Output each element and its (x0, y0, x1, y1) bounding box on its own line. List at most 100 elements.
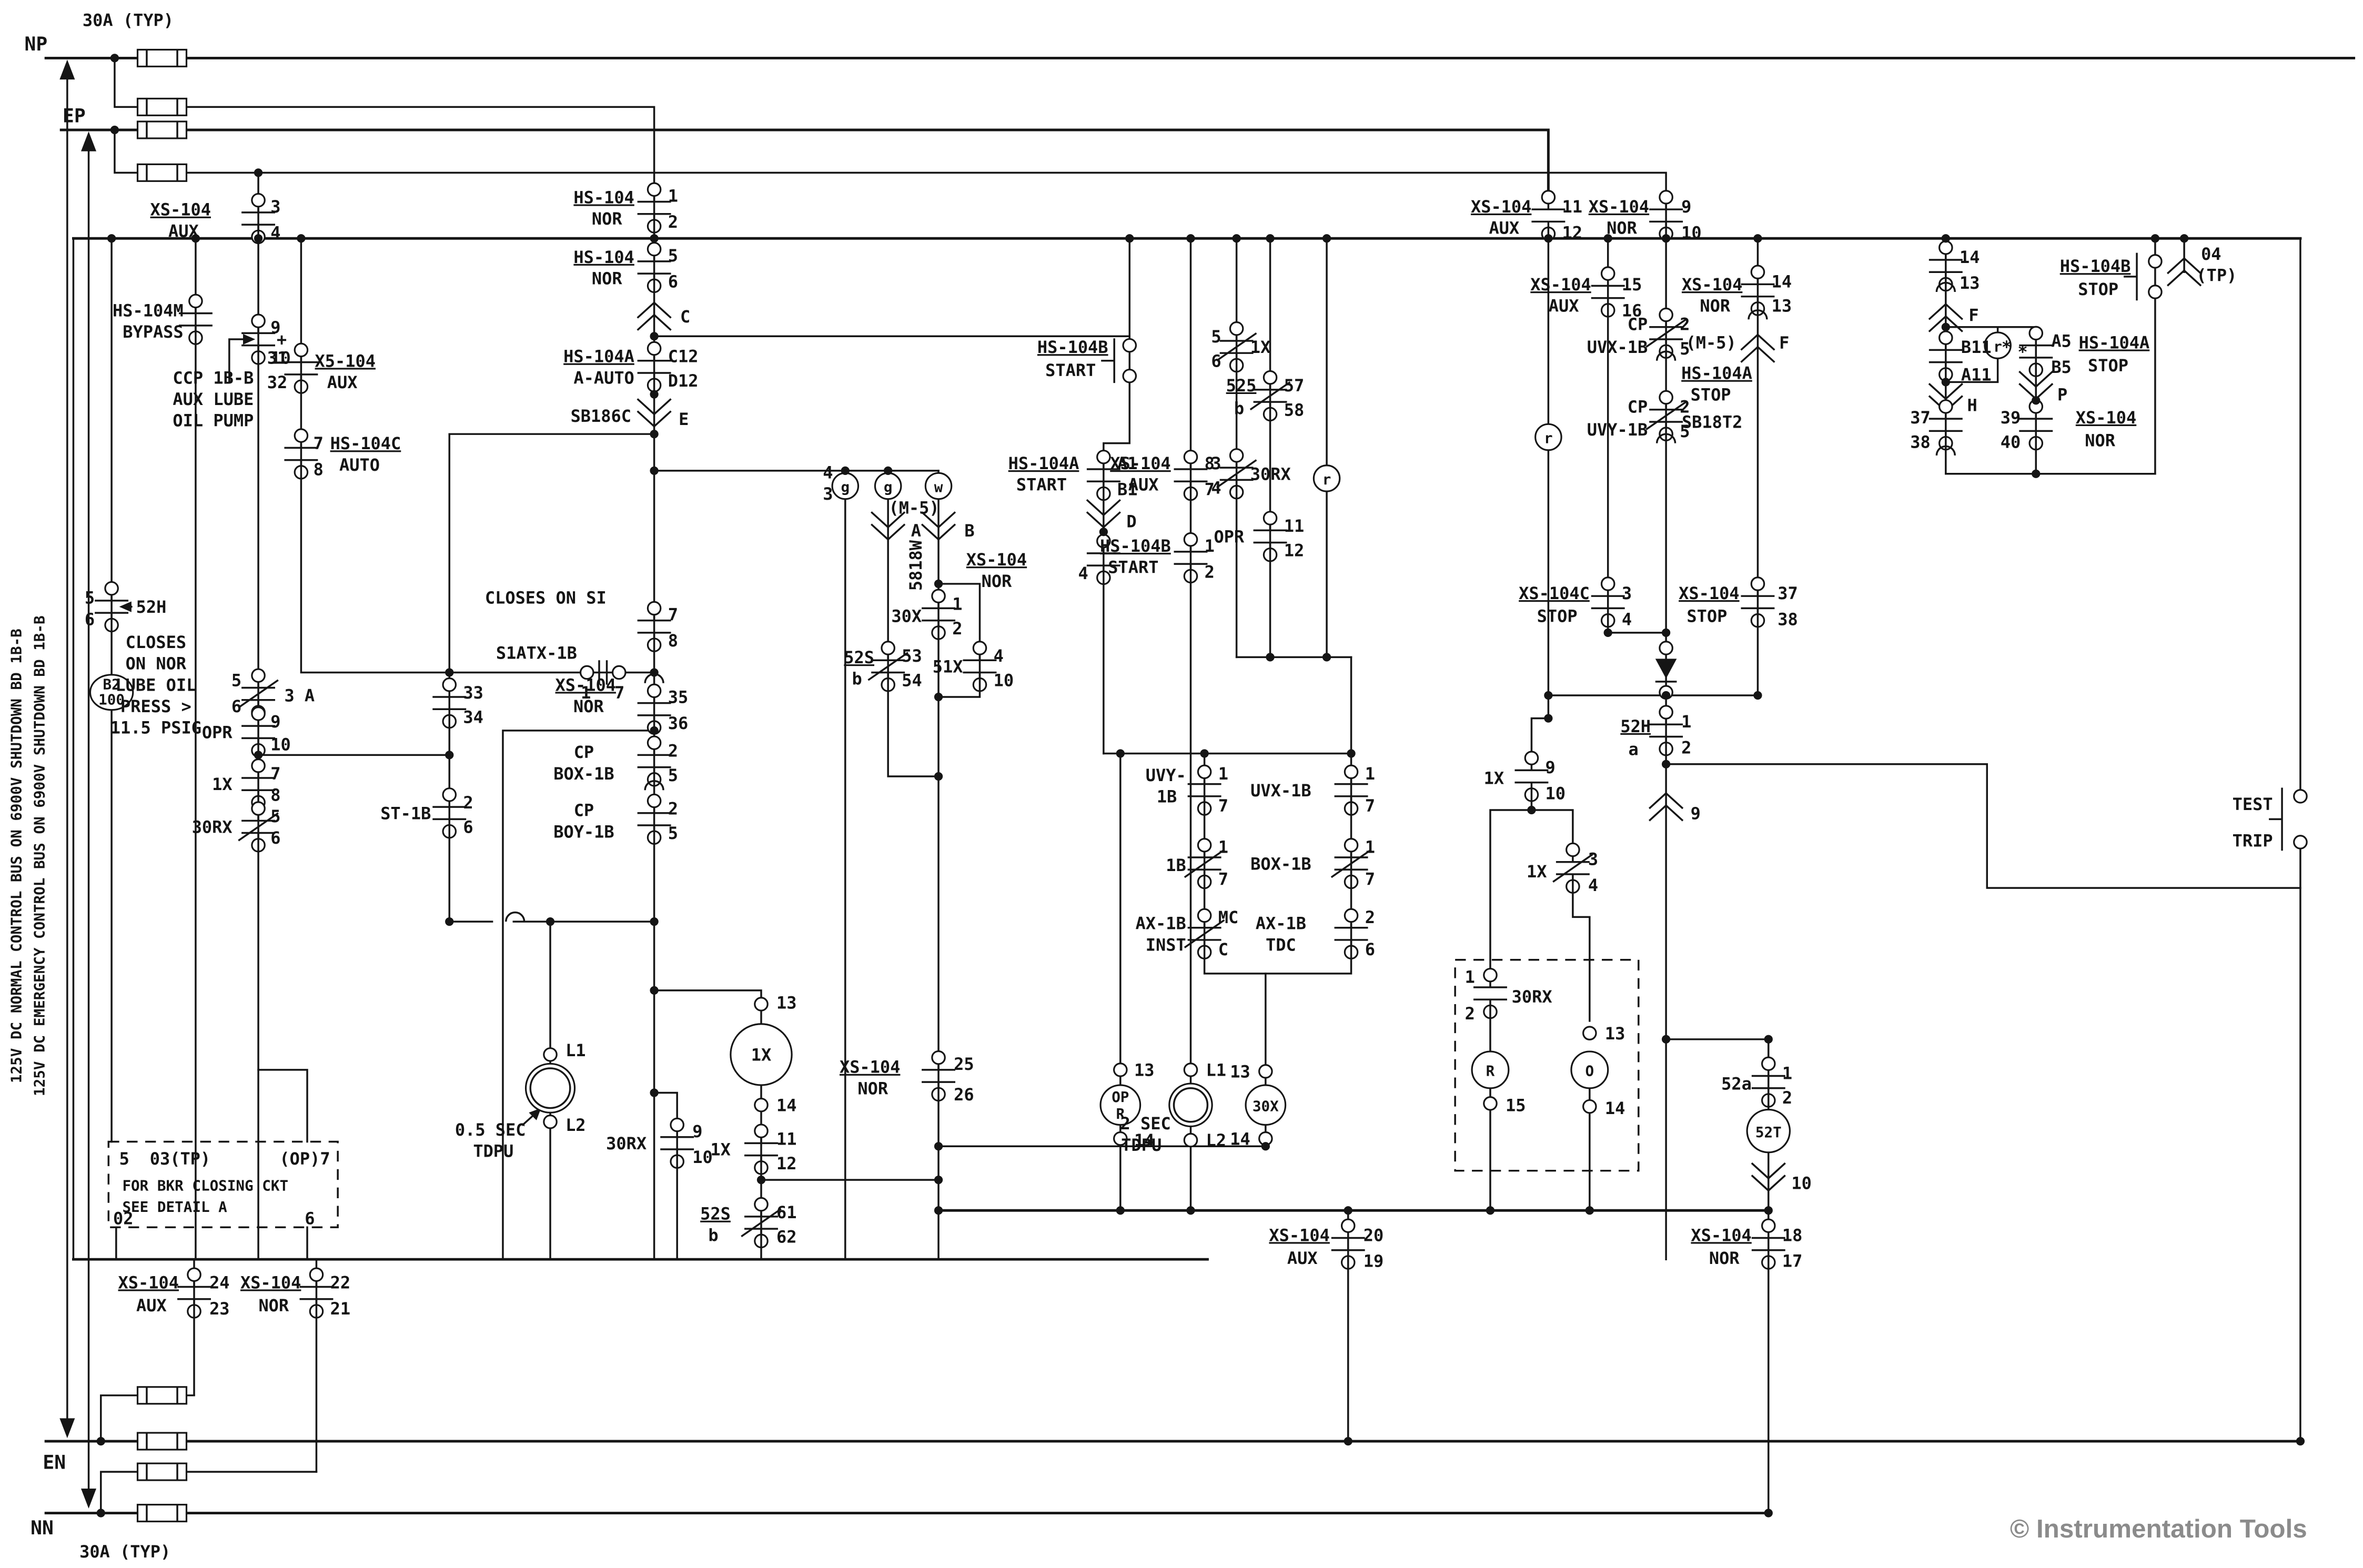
term: A11 (1961, 365, 1992, 385)
term: B11 * (1961, 337, 2012, 357)
term: 2 (1365, 907, 1375, 927)
term: 9 (1681, 197, 1691, 217)
term: 2 (463, 793, 473, 813)
uvy-l2: 1B (1157, 786, 1177, 806)
opr-1112-label: OPR (1214, 527, 1244, 547)
lamp-r3: r (1993, 338, 2002, 355)
term: 34 (463, 707, 483, 727)
hs104a-stop-r-l1: HS-104A (2079, 332, 2150, 352)
ccp-3: OIL PUMP (173, 411, 254, 431)
52s-b-61-l1: 52S (700, 1204, 731, 1224)
52h-a-l2: a (1629, 739, 1639, 759)
term: + (277, 330, 287, 350)
lamp-g1: g (841, 479, 850, 496)
l2-term2: L2 (1206, 1130, 1226, 1150)
52s-b-61-l2: b (708, 1225, 718, 1245)
term: 12 (1284, 541, 1304, 561)
term: 4 (1078, 563, 1088, 583)
term: 7 (668, 605, 678, 625)
1x-1112-label: 1X (710, 1140, 730, 1160)
term: 5 (1680, 421, 1690, 441)
xs104-87-l1: XS-104 (1110, 453, 1170, 473)
term: 3 (823, 484, 833, 504)
hs104b-12-l1: HS-104B (1100, 536, 1171, 556)
term: 8 (1205, 453, 1215, 473)
term: 6 (270, 828, 280, 848)
b2-100: 100 (98, 691, 125, 708)
xs104-3536-l1: XS-104 (556, 675, 616, 695)
term: 5 (1680, 339, 1690, 359)
30x-coil-label: 30X (1253, 1097, 1279, 1115)
term: 22 (330, 1272, 350, 1292)
ax1b-tdc-l2: TDC (1266, 935, 1296, 955)
term: D (1126, 511, 1136, 531)
term: 35 (668, 687, 688, 707)
1x-34-label: 1X (1527, 862, 1547, 882)
term: 25 (954, 1054, 974, 1074)
closes-on-si: CLOSES ON SI (485, 588, 607, 608)
hs104a-start-l1: HS-104A (1008, 453, 1079, 473)
30rx-12-label: 30RX (1512, 987, 1552, 1007)
tdpu05-l2: TDPU (473, 1141, 513, 1161)
contacts-and-coils (89, 182, 2308, 1319)
box1b-1b: 1B (1166, 855, 1186, 875)
term: 24 (209, 1272, 229, 1292)
term: F (1779, 332, 1789, 352)
xs104-1817-l1: XS-104 (1691, 1225, 1751, 1245)
term: 7 (1205, 479, 1215, 499)
term: 10 (1681, 222, 1701, 242)
term: 10 (270, 348, 290, 368)
52h-label: 52H (136, 597, 167, 617)
term: 10 (994, 671, 1014, 691)
cp-uvy-l1: CP (1628, 397, 1648, 417)
hs104a-l1: HS-104A (563, 347, 634, 367)
term: 20 (1364, 1225, 1384, 1245)
term: 4 (1622, 609, 1632, 629)
term: 2 (1681, 737, 1691, 757)
term: 04 (2201, 244, 2221, 264)
term: 2 (1205, 562, 1215, 582)
52h-a-l1: 52H (1620, 716, 1651, 736)
xs104-nor-r-l2: NOR (2085, 430, 2115, 450)
5818w-label: 5818W (906, 540, 926, 591)
term: 12 (776, 1154, 796, 1174)
fuse-rating-bottom: 30A (TYP) (79, 1542, 170, 1562)
sb18t2-label: SB18T2 (1682, 412, 1742, 432)
box-6: 6 (305, 1208, 315, 1228)
lube-note-2: ON NOR (126, 654, 187, 674)
xs104-1112-l2: AUX (1489, 218, 1519, 238)
ccp-2: AUX LUBE (173, 389, 254, 409)
term: P (2057, 385, 2067, 404)
1x-56-label: 1X (1250, 337, 1270, 357)
term: 62 (776, 1227, 796, 1247)
term: E (679, 409, 689, 429)
term: 6 (1365, 939, 1375, 959)
term: 13 (1960, 273, 1980, 293)
term: 8 (270, 785, 280, 805)
term: 54 (902, 671, 922, 691)
52t-coil-label: 52T (1755, 1124, 1782, 1141)
term: 1 (1465, 967, 1475, 987)
ax1b-inst-l1: AX-1B (1136, 914, 1186, 934)
hs104b-start-pb-l2: START (1045, 360, 1096, 380)
term: 7 (1218, 869, 1228, 889)
xs104-3536-l2: NOR (573, 696, 604, 716)
junction-dots (96, 54, 2305, 1518)
30rx-910-label: 30RX (606, 1134, 647, 1154)
left-source-arrows (59, 59, 97, 1509)
x5104-aux: AUX (327, 372, 358, 392)
hs104b-stop-l2: STOP (2078, 279, 2118, 299)
term: 15 (1622, 275, 1642, 295)
term: 2 (1782, 1088, 1792, 1108)
hs104m-bypass: BYPASS (123, 322, 183, 342)
term: 7 (614, 683, 624, 703)
term: 1 (1365, 837, 1375, 857)
term: B (964, 521, 974, 541)
term: 5 (668, 823, 678, 843)
term: 37 (1778, 583, 1798, 603)
np-bus-label: NP (24, 33, 47, 55)
b2: B2 (103, 675, 120, 693)
term: 6 (1211, 351, 1221, 371)
term: 31 (267, 348, 287, 368)
xs104-1413-l2: NOR (1700, 296, 1730, 316)
